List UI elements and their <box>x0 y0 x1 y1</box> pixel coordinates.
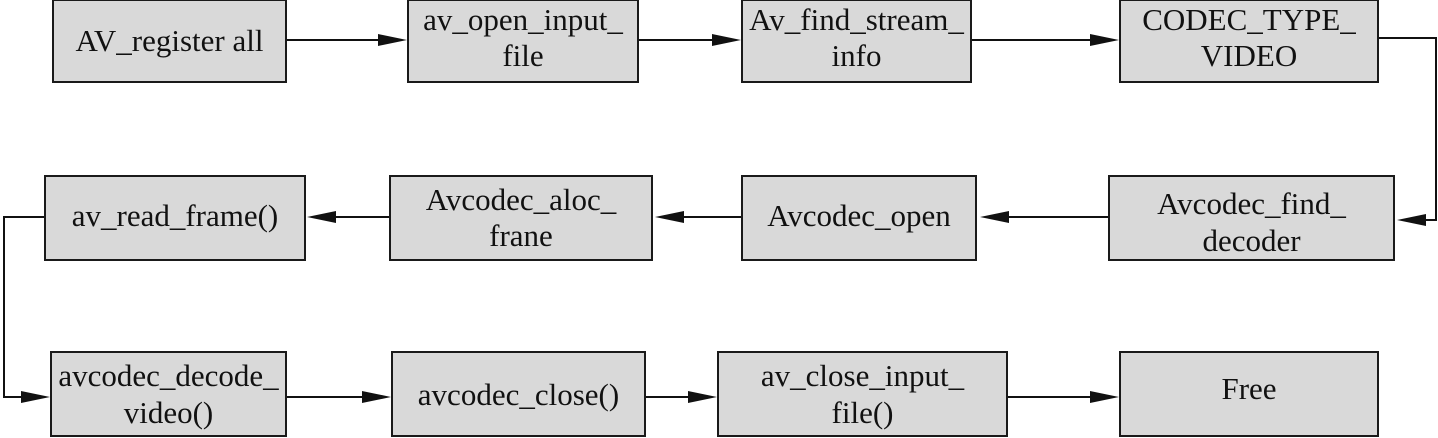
node-avcodec-decode-video: avcodec_decode_ video() <box>50 351 287 437</box>
arrowhead <box>1090 391 1119 403</box>
node-avcodec-aloc-frane: Avcodec_aloc_ frane <box>389 175 653 261</box>
arrowhead <box>1090 34 1119 46</box>
node-box <box>391 351 646 437</box>
node-label-line-2: info <box>832 38 882 73</box>
node-label-line-1: avcodec_decode_ <box>58 358 279 393</box>
node-label: Free <box>1221 371 1276 406</box>
node-avcodec-close: avcodec_close() <box>391 351 646 437</box>
edges <box>3 34 1437 403</box>
node-label-line-2: file <box>502 38 543 73</box>
arrowhead <box>362 391 391 403</box>
node-av-register-all: AV_register all <box>52 0 287 83</box>
node-box <box>44 175 306 261</box>
arrowhead <box>712 34 741 46</box>
node-label: avcodec_close() <box>418 377 619 412</box>
node-label: Avcodec_open <box>767 198 951 233</box>
arrowhead <box>655 211 684 223</box>
arrowhead <box>21 391 50 403</box>
node-label-line-1: CODEC_TYPE_ <box>1142 2 1356 37</box>
arrowhead <box>688 391 717 403</box>
node-av-open-input-file: av_open_input_ file <box>407 0 639 83</box>
node-box <box>741 175 977 261</box>
node-codec-type-video: CODEC_TYPE_ VIDEO <box>1119 0 1379 83</box>
node-label-line-1: av_open_input_ <box>423 2 623 37</box>
node-label: av_read_frame() <box>72 198 279 233</box>
arrowhead <box>980 211 1009 223</box>
arrowhead <box>307 211 336 223</box>
edge-codec-type-to-find-decoder <box>1378 37 1437 221</box>
node-box <box>741 0 972 83</box>
node-label-line-2: video() <box>124 395 214 430</box>
node-label-line-1: av_close_input_ <box>761 358 965 393</box>
arrowhead <box>378 34 407 46</box>
edge-read-frame-to-decode-video <box>3 216 45 398</box>
node-label-line-1: Avcodec_find_ <box>1157 186 1346 221</box>
node-avcodec-open: Avcodec_open <box>741 175 977 261</box>
node-label: AV_register all <box>76 23 264 58</box>
node-label-line-2: file() <box>832 395 894 430</box>
node-box <box>389 175 653 261</box>
node-box <box>1119 0 1379 83</box>
node-box <box>52 0 287 83</box>
node-av-find-stream-info: Av_find_stream_ info <box>741 0 972 83</box>
node-box <box>407 0 639 83</box>
node-label-line-2: VIDEO <box>1201 38 1297 73</box>
node-box <box>50 351 287 437</box>
arrowhead <box>1397 214 1426 226</box>
node-label-line-1: Av_find_stream_ <box>749 2 964 37</box>
node-box <box>1119 351 1379 437</box>
node-av-read-frame: av_read_frame() <box>44 175 306 261</box>
node-label-line-1: Avcodec_aloc_ <box>426 182 617 217</box>
node-box <box>1108 175 1395 261</box>
node-box <box>717 351 1008 437</box>
node-label-line-2: frane <box>489 218 553 253</box>
node-av-close-input-file: av_close_input_ file() <box>717 351 1008 437</box>
node-label-line-2: decoder <box>1202 223 1301 258</box>
node-free: Free <box>1119 351 1379 437</box>
node-avcodec-find-decoder: Avcodec_find_ decoder <box>1108 175 1395 261</box>
